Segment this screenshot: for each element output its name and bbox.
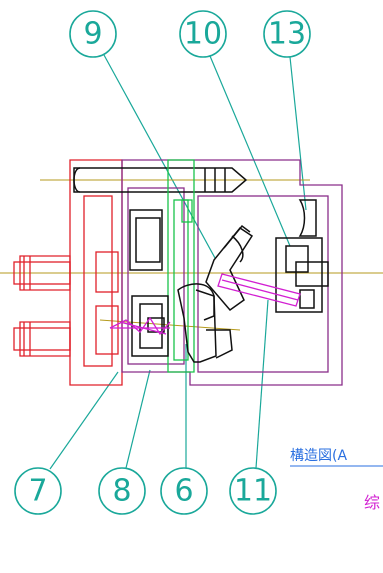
caption-side: 综 [364, 493, 380, 512]
valve-body-6-internal [177, 283, 233, 363]
callout-9-label: 9 [83, 17, 102, 52]
housing-left-red [13, 159, 123, 386]
callout-6: 6 [160, 467, 208, 515]
internal-block [129, 209, 163, 271]
callout-11-label: 11 [234, 474, 272, 509]
leader-lines [49, 54, 307, 470]
callout-8-label: 8 [112, 474, 131, 509]
callout-9: 9 [69, 10, 117, 58]
callout-6-label: 6 [174, 474, 193, 509]
bracket-10 [275, 237, 329, 313]
callout-13: 13 [263, 10, 311, 58]
mounting-screw [73, 167, 248, 193]
callout-7: 7 [14, 467, 62, 515]
push-rod-11 [217, 273, 301, 307]
spring-8 [109, 316, 171, 336]
insert-13 [298, 199, 317, 237]
lever-9 [205, 224, 254, 312]
callout-10: 10 [179, 10, 227, 58]
callout-10-label: 10 [184, 17, 222, 52]
callout-11: 11 [229, 467, 277, 515]
callout-13-label: 13 [268, 17, 306, 52]
caption-structure: 構造図(A [290, 448, 347, 464]
callout-8: 8 [98, 467, 146, 515]
callout-7-label: 7 [28, 474, 47, 509]
